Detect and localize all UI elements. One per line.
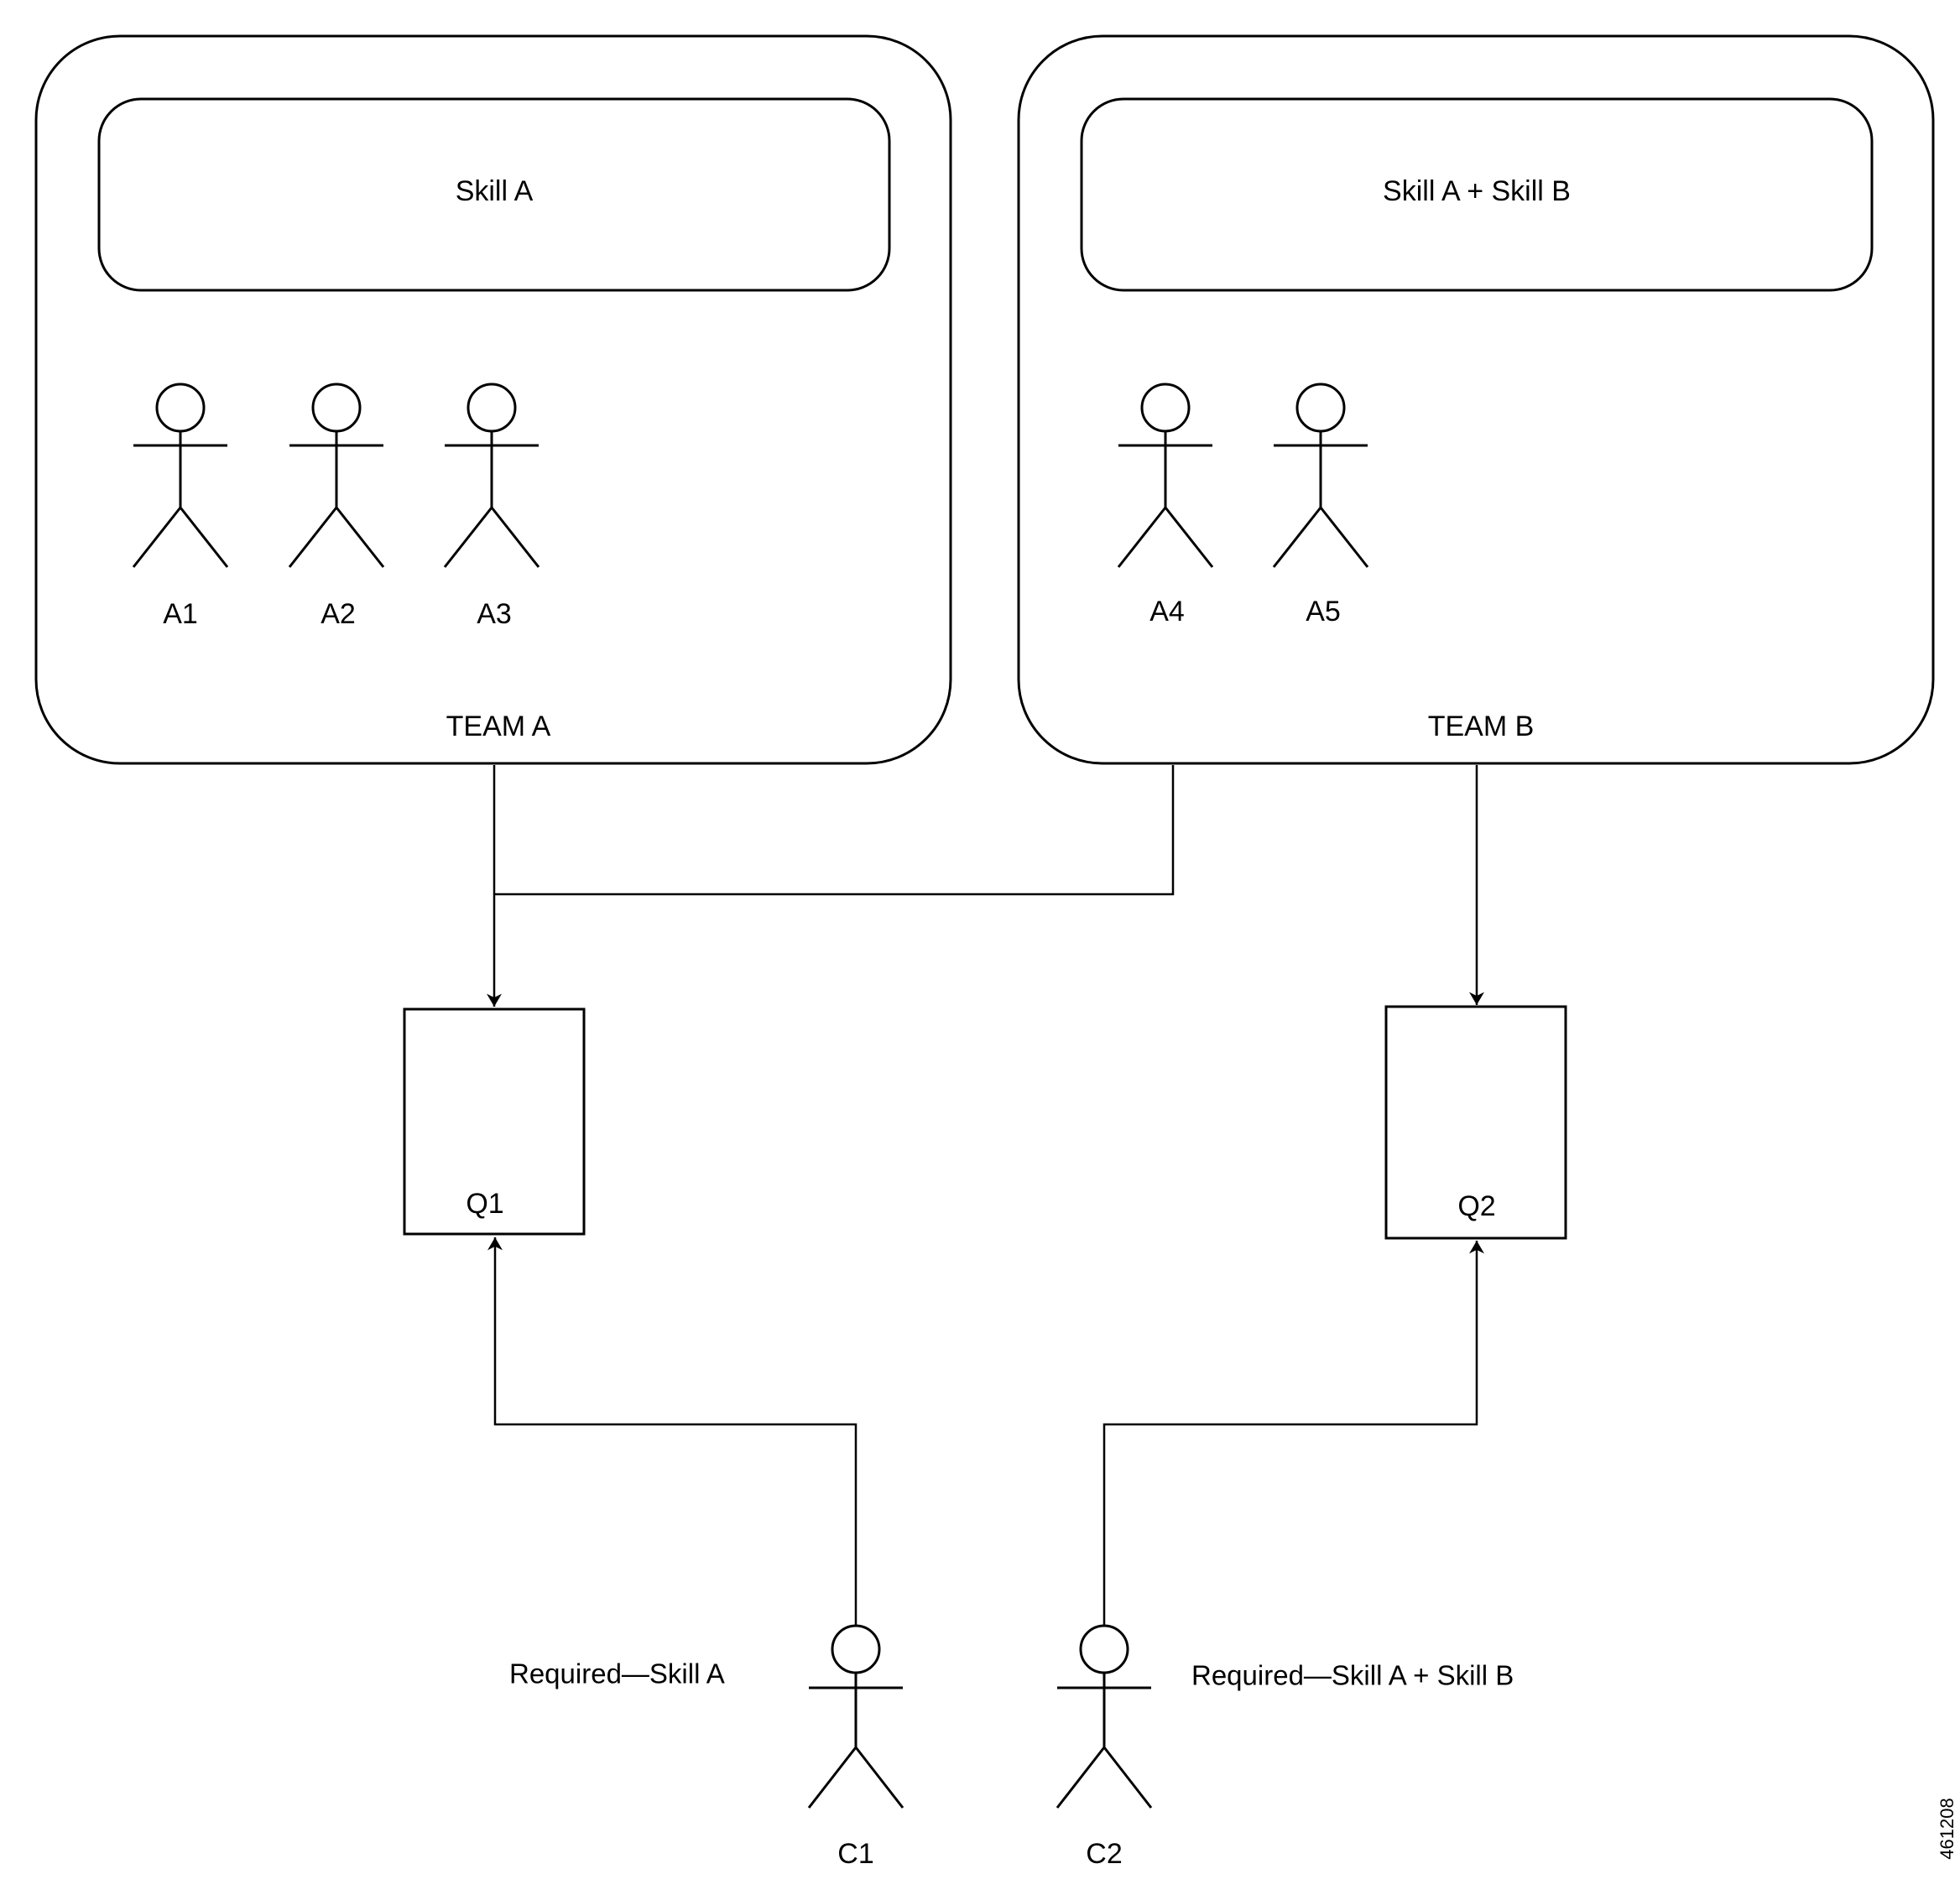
stick-figure-icon	[1117, 383, 1214, 568]
stick-figure-icon	[443, 383, 540, 568]
team-a-container: Skill A TEAM A A1 A2	[34, 34, 952, 765]
customer-c2: C2 Required—Skill A + Skill B	[1056, 1624, 1514, 1870]
stick-figure-icon	[807, 1624, 904, 1809]
team-a-skill-label: Skill A	[456, 175, 534, 207]
agent-a4: A4	[1117, 383, 1214, 627]
customer-c2-requirement: Required—Skill A + Skill B	[1191, 1660, 1514, 1691]
customer-c1-requirement: Required—Skill A	[509, 1658, 725, 1689]
agent-a2-label: A2	[321, 598, 356, 630]
stick-figure-icon	[1056, 1624, 1153, 1809]
customer-c1-label: C1	[837, 1838, 873, 1870]
figure-id: 461208	[1937, 1798, 1957, 1859]
queue-q1-label: Q1	[466, 1188, 503, 1220]
agent-a4-label: A4	[1149, 596, 1185, 627]
agent-a1-label: A1	[163, 598, 198, 630]
stick-figure-icon	[1272, 383, 1369, 568]
queue-q2: Q2	[1384, 1005, 1567, 1240]
customer-to-queue-connectors	[487, 1237, 1484, 1626]
queue-q1: Q1	[403, 1007, 586, 1236]
agent-a1: A1	[132, 383, 229, 630]
team-b-to-q1-connector	[494, 765, 1175, 896]
c2-to-q2-arrow	[1102, 1241, 1484, 1626]
agent-a3-label: A3	[477, 598, 512, 630]
agent-a5-label: A5	[1306, 596, 1341, 627]
team-a-skill-box: Skill A	[97, 97, 891, 292]
team-b-skill-label: Skill A + Skill B	[1383, 175, 1571, 207]
team-b-label: TEAM B	[1428, 711, 1535, 742]
stick-figure-icon	[288, 383, 385, 568]
team-b-skill-box: Skill A + Skill B	[1080, 97, 1874, 292]
agent-a5: A5	[1272, 383, 1369, 627]
agent-a2: A2	[288, 383, 385, 630]
customer-c2-label: C2	[1086, 1838, 1122, 1870]
agent-a3: A3	[443, 383, 540, 630]
team-b-container: Skill A + Skill B TEAM B A4 A5	[1017, 34, 1935, 765]
queue-q2-label: Q2	[1457, 1190, 1495, 1222]
team-a-label: TEAM A	[446, 711, 551, 742]
customer-c1: C1 Required—Skill A	[509, 1624, 904, 1870]
stick-figure-icon	[132, 383, 229, 568]
team-to-queue-connectors	[487, 765, 1484, 1007]
c1-to-q1-arrow	[487, 1237, 858, 1626]
